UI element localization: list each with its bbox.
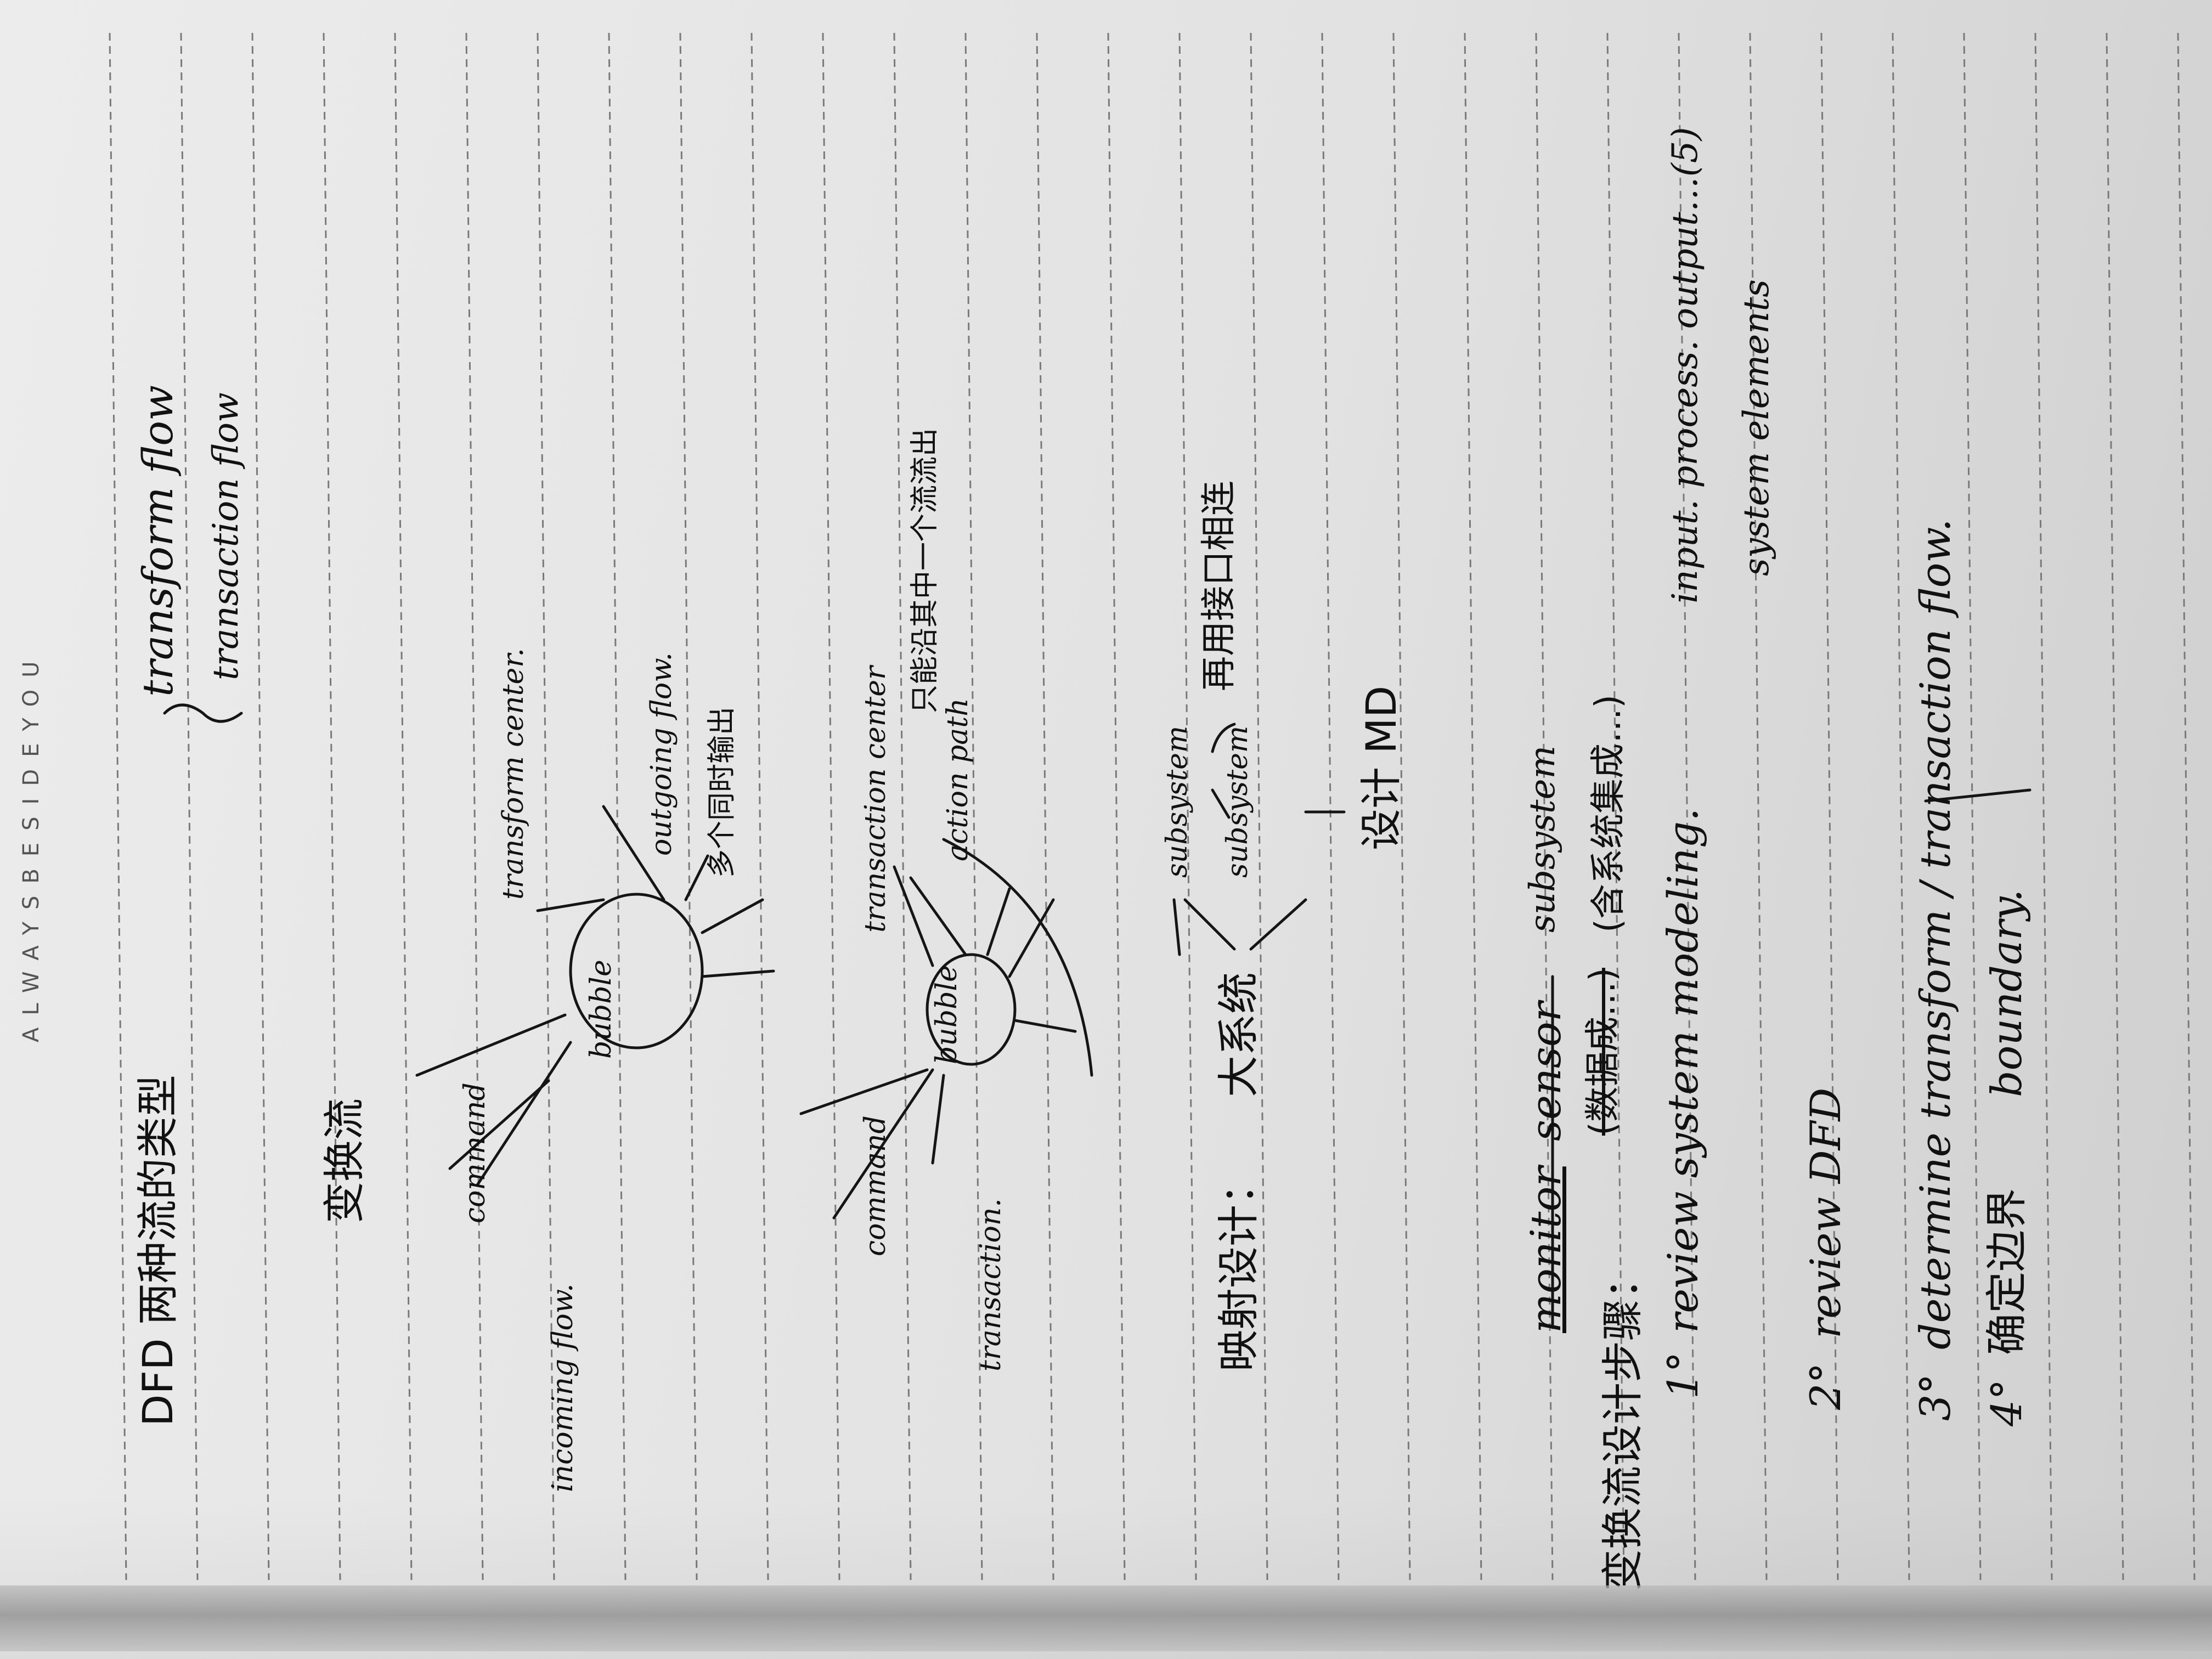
diag1-outgoing-label: outgoing flow. [645,652,678,856]
map-arrow-3 [1249,898,1307,951]
diag1-outgoing-note: 多个同时输出 [706,706,738,878]
step-4-boundary: boundary. [1982,889,2031,1097]
sensor-label: sensor [1521,1001,1570,1141]
diag1-command-label: command [459,1082,492,1223]
step-4-number: 4° [1982,1379,2031,1426]
tx-out-3 [986,887,1011,956]
tx-out-1 [1013,1019,1077,1033]
bubble-2-circle [926,953,1017,1066]
type-transaction-flow: transaction flow [206,392,246,680]
tx-out-5 [893,865,934,967]
diag2-center-label: transaction center [859,666,892,933]
type-brace [163,703,243,723]
tx-out-4 [909,876,967,956]
tx-out-2 [1008,898,1055,978]
step-4-chinese: 确定边界 [1982,1188,2031,1355]
bubble-1-circle [569,893,704,1049]
mapping-label: 映射设计： [1214,1163,1263,1372]
step-2-number: 2° [1801,1362,1850,1410]
map-arrow-1 [1172,898,1181,956]
subsystem-3: subsystem [1522,745,1563,933]
transform-slash [1924,788,2032,803]
photo-vignette [0,1494,2212,1659]
subsystem-2: subsystem [1221,725,1254,878]
step-1-detail: input. process. output…(5) [1665,127,1706,604]
diag2-transaction-label: transaction. [974,1198,1007,1372]
step-1-text: review system modeling. [1658,808,1707,1333]
incoming-arrow-2 [476,1041,572,1187]
diag2-bubble-label: bubble [930,965,963,1064]
outgoing-arrow-1 [701,898,764,934]
outgoing-arrow-2 [701,969,775,978]
step-3-number: 3° [1911,1373,1960,1421]
big-system-label: 大系统 [1214,972,1263,1097]
notebook-binding-shadow [0,1585,2212,1651]
step-1-detail-2: system elements [1736,279,1777,576]
step-1-number: 1° [1658,1351,1707,1399]
diag2-action-label: action path [941,698,974,861]
map-bracket [1211,723,1236,753]
subsystem-1: subsystem [1161,725,1194,878]
diag2-note: 只能沿其中一个流流出 [909,427,941,713]
tx-incoming-2 [832,1068,934,1220]
diag2-command-label: command [859,1115,892,1256]
diag1-center-label: transform center. [497,648,530,900]
reuse-interface-note: 再用接口相连 [1199,481,1239,691]
map-arrow-2 [1183,898,1236,951]
diag1-bubble-label: bubble [585,960,618,1059]
incoming-arrow-1 [415,1013,567,1077]
outgoing-arrow-5 [536,898,605,912]
outgoing-arrow-3 [684,854,709,901]
step-3-text: determine transform / transaction flow. [1911,518,1960,1350]
map-arrow-4 [1211,788,1231,819]
system-integration-note: (含系统集成…) [1588,695,1629,933]
tx-incoming-1 [799,1068,929,1115]
outgoing-arrow-4 [602,805,665,901]
step-2-text: review DFD [1801,1087,1850,1339]
struck-out-note: (数据成…) [1583,968,1623,1136]
type-transform-flow: transform flow [133,385,182,697]
incoming-arrow-3 [448,1079,550,1170]
section-transform-flow: 变换流 [320,1098,369,1223]
tx-incoming-3 [931,1074,945,1165]
tx-arc [942,838,1093,1077]
design-md-label: 设计 MD [1357,685,1406,850]
heading-dfd-types: DFD 两种流的类型 [133,1075,182,1426]
monitor-label: monitor [1521,1166,1570,1333]
diag1-incoming-label: incoming flow. [546,1283,579,1492]
